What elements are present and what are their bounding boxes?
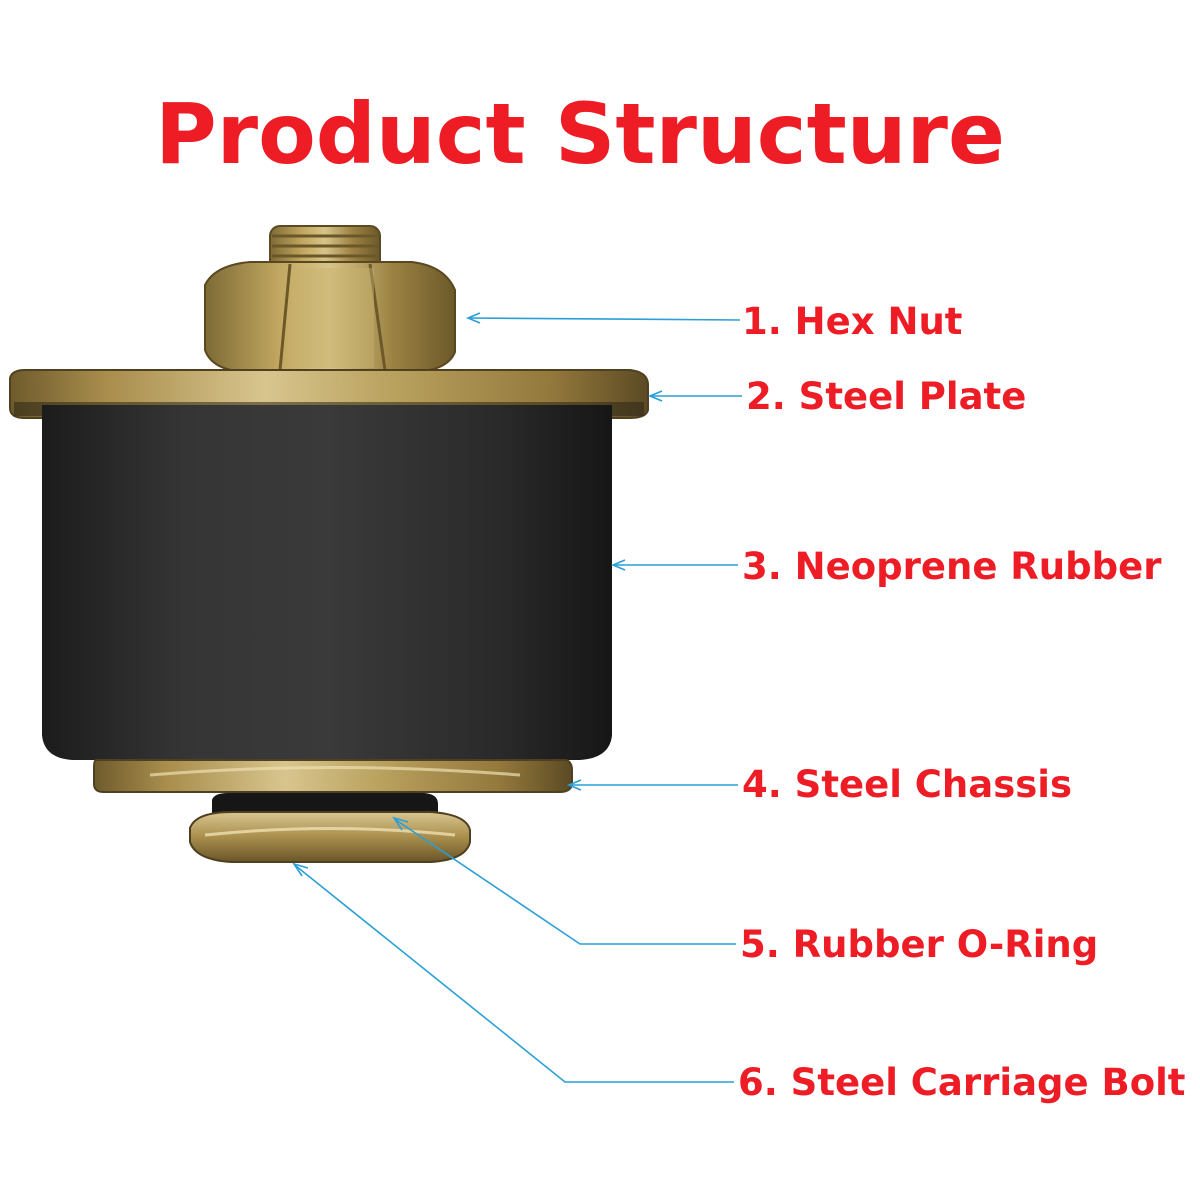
leader-line-2 — [647, 390, 742, 402]
part-label-steel-chassis: 4. Steel Chassis — [742, 763, 1072, 806]
part-label-neoprene-rubber: 3. Neoprene Rubber — [742, 545, 1162, 588]
part-label-rubber-o-ring: 5. Rubber O-Ring — [740, 923, 1099, 966]
leader-line-3 — [610, 559, 738, 571]
part-label-steel-carriage-bolt: 6. Steel Carriage Bolt — [738, 1061, 1186, 1104]
leader-line-1 — [465, 312, 741, 324]
leader-lines — [292, 312, 742, 1083]
hex-nut-shape — [204, 261, 456, 373]
steel-chassis-shape — [93, 759, 573, 793]
carriage-bolt-head-shape — [189, 811, 471, 863]
leader-line-4 — [566, 779, 738, 791]
leader-line-5 — [392, 816, 736, 945]
part-label-steel-plate: 2. Steel Plate — [746, 375, 1027, 418]
leader-line-6 — [292, 862, 734, 1083]
part-label-hex-nut: 1. Hex Nut — [742, 300, 963, 343]
page-title: Product Structure — [155, 85, 1005, 183]
neoprene-rubber-shape — [42, 405, 612, 760]
